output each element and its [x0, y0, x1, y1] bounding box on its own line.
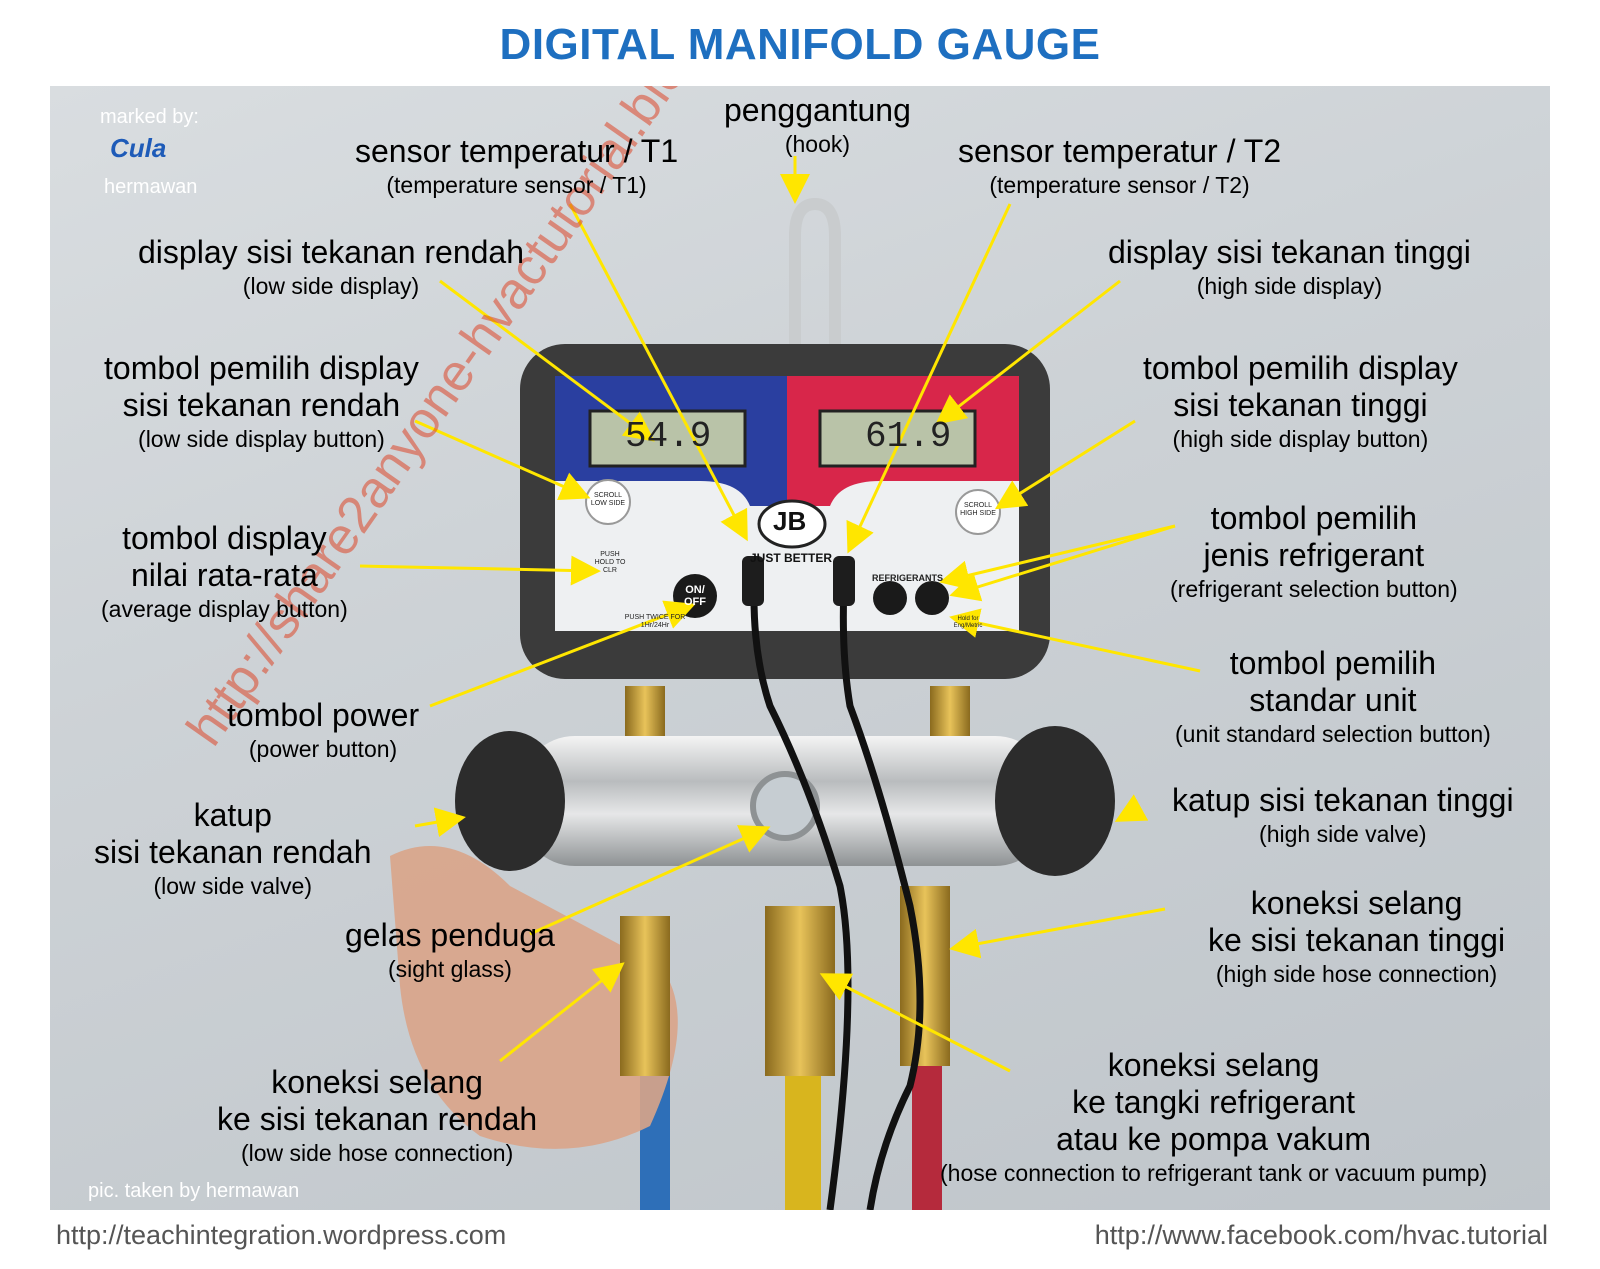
on-off-label: ON/ OFF: [684, 584, 706, 608]
label-power-button: tombol power(power button): [227, 697, 420, 762]
label-high-valve: katup sisi tekanan tinggi(high side valv…: [1172, 782, 1514, 847]
label-t2: sensor temperatur / T2(temperature senso…: [958, 133, 1282, 198]
marked-by-label: marked by:: [100, 106, 199, 128]
low-side-lcd: [588, 409, 747, 468]
push-hold-label: PUSH HOLD TO CLR: [594, 551, 626, 574]
label-hook: penggantung(hook): [724, 92, 911, 157]
sight-glass: [750, 771, 820, 841]
label-t1: sensor temperatur / T1(temperature senso…: [355, 133, 679, 198]
label-sight-glass: gelas penduga(sight glass): [345, 917, 555, 982]
refrigerants-label: REFRIGERANTS: [872, 573, 944, 583]
gauge-photo: 54.9 61.9 JB JUST BETTER SCROLL LOW SIDE…: [50, 86, 1550, 1210]
red-hose: [912, 1066, 942, 1210]
high-side-valve-knob: [995, 726, 1115, 876]
brand-logo: JB: [773, 506, 807, 536]
push-twice-label: PUSH TWICE FOR 1Hr/24Hr: [624, 614, 686, 629]
scroll-low-button: [585, 479, 631, 525]
high-hose-fitting: [900, 886, 950, 1066]
brand-tagline: JUST BETTER: [750, 551, 833, 565]
center-hose-fitting: [765, 906, 835, 1076]
gauge-illustration: [359, 156, 1201, 1210]
marker-name: hermawan: [104, 176, 198, 198]
t2-cable: [839, 565, 924, 1210]
low-side-reading: 54.9: [625, 416, 712, 457]
jb-badge: [757, 499, 827, 549]
t1-cable: [750, 565, 852, 1210]
hold-eng-label: Hold for Eng/Metric: [953, 616, 983, 629]
hook: [789, 197, 841, 376]
yellow-hose: [785, 1076, 821, 1210]
photo-credit: pic. taken by hermawan: [88, 1180, 300, 1202]
hand: [390, 846, 678, 1149]
scroll-low-label: SCROLL LOW SIDE: [590, 492, 626, 507]
high-side-reading: 61.9: [865, 416, 952, 457]
scroll-high-button: [955, 489, 1001, 535]
footer-link-left[interactable]: http://teachintegration.wordpress.com: [56, 1220, 507, 1250]
refrigerant-down-button: [915, 581, 949, 615]
page-title: DIGITAL MANIFOLD GAUGE: [499, 20, 1101, 69]
callout-arrows: [359, 156, 1201, 1073]
refrigerant-up-button: [873, 581, 907, 615]
cula-logo: Cula: [110, 133, 167, 163]
low-hose-fitting: [620, 916, 670, 1076]
footer-link-right[interactable]: http://www.facebook.com/hvac.tutorial: [1094, 1220, 1548, 1250]
label-low-display: display sisi tekanan rendah(low side dis…: [138, 234, 525, 299]
label-high-display: display sisi tekanan tinggi(high side di…: [1108, 234, 1471, 299]
low-side-valve-knob: [455, 731, 565, 871]
scroll-high-label: SCROLL HIGH SIDE: [960, 502, 996, 517]
